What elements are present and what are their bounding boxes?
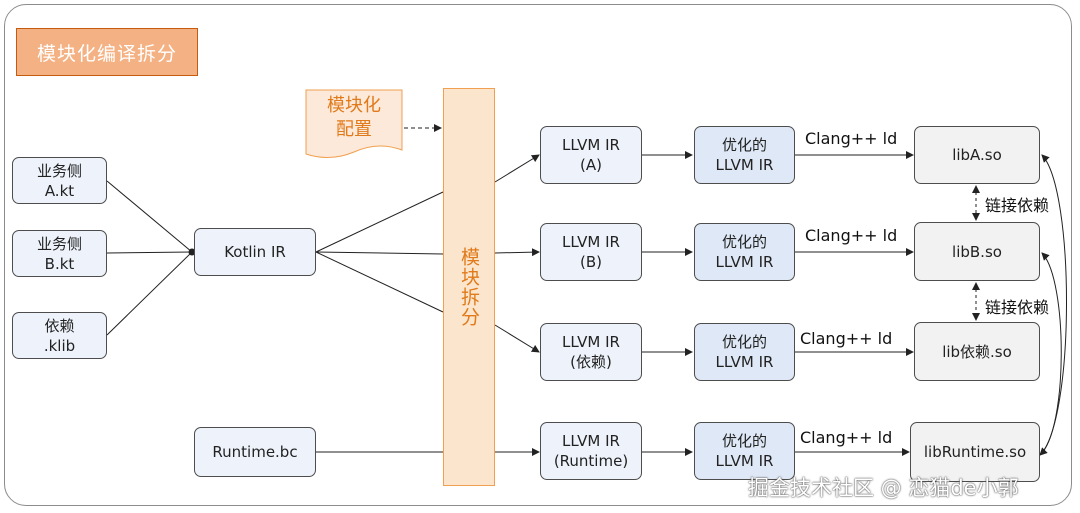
lib-runtime-so: libRuntime.so xyxy=(910,422,1040,482)
edge-klib xyxy=(106,251,193,336)
edge-a-kt xyxy=(106,180,193,253)
edge-b-kt xyxy=(106,251,193,254)
kotlin-ir-node: Kotlin IR xyxy=(194,228,316,276)
runtime-curve-inner xyxy=(1039,252,1062,456)
watermark: 掘金技术社区 @ 恋猫de小郭 xyxy=(748,476,1019,500)
llvm-ir-b: LLVM IR (B) xyxy=(540,223,642,281)
link-step-dependency: Clang++ ld xyxy=(800,329,893,348)
lib-dependency-so: lib依赖.so xyxy=(914,322,1040,381)
module-split-label: 模块拆分 xyxy=(458,247,480,327)
optimized-llvm-ir-runtime: 优化的 LLVM IR xyxy=(694,422,795,480)
link-step-runtime: Clang++ ld xyxy=(800,428,893,447)
optimized-llvm-ir-b: 优化的 LLVM IR xyxy=(694,223,795,281)
link-dependency-label-2: 链接依赖 xyxy=(985,298,1050,317)
runtime-bc-node: Runtime.bc xyxy=(194,427,316,477)
link-step-a: Clang++ ld xyxy=(805,129,898,148)
link-step-b: Clang++ ld xyxy=(805,226,898,245)
source-a-kt: 业务侧 A.kt xyxy=(12,157,107,204)
source-dependency-klib: 依赖 .klib xyxy=(12,312,107,359)
diagram-title: 模块化编译拆分 xyxy=(16,28,198,76)
link-dependency-label-1: 链接依赖 xyxy=(985,196,1050,215)
config-doc-label: 模块化 配置 xyxy=(327,95,381,140)
llvm-ir-runtime: LLVM IR (Runtime) xyxy=(540,422,642,480)
merge-dot xyxy=(188,248,196,256)
lib-b-so: libB.so xyxy=(914,222,1040,281)
optimized-llvm-ir-dependency: 优化的 LLVM IR xyxy=(694,323,795,381)
llvm-ir-dependency: LLVM IR (依赖) xyxy=(540,323,642,381)
lib-a-so: libA.so xyxy=(914,126,1040,184)
module-split-bar: 模块拆分 xyxy=(443,88,495,486)
config-doc-shape xyxy=(305,89,403,158)
llvm-ir-a: LLVM IR (A) xyxy=(540,126,642,184)
optimized-llvm-ir-a: 优化的 LLVM IR xyxy=(694,126,795,184)
source-b-kt: 业务侧 B.kt xyxy=(12,230,107,277)
